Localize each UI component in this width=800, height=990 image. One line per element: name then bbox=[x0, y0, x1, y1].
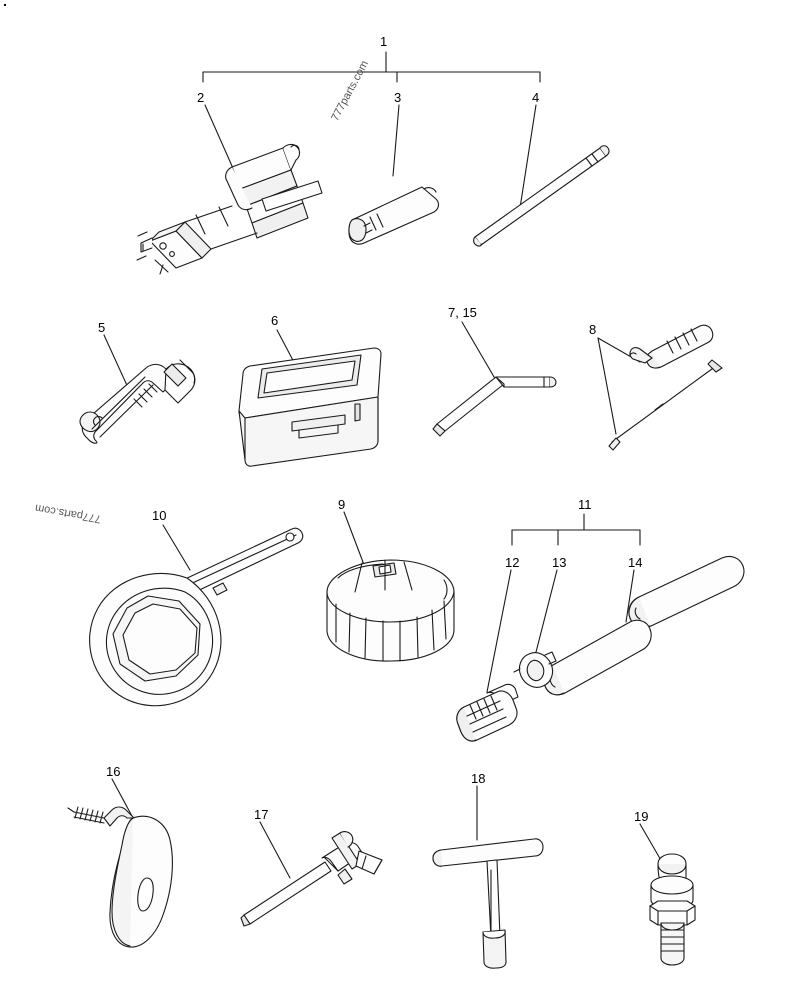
callout-4: 4 bbox=[532, 90, 540, 105]
callout-7-15: 7, 15 bbox=[448, 305, 477, 320]
leader-12 bbox=[486, 569, 512, 693]
part-clamp-ring bbox=[513, 651, 557, 688]
leader-7-15 bbox=[461, 321, 498, 383]
part-tool-case bbox=[238, 347, 382, 467]
callout-17: 17 bbox=[254, 807, 269, 822]
callout-8: 8 bbox=[589, 322, 597, 337]
callout-3: 3 bbox=[394, 90, 402, 105]
bracket-group-1 bbox=[202, 51, 541, 83]
leader-17 bbox=[259, 821, 291, 879]
callout-2: 2 bbox=[197, 90, 205, 105]
bracket-group-11 bbox=[511, 513, 641, 546]
leader-4 bbox=[519, 104, 537, 209]
leader-13 bbox=[533, 569, 558, 661]
leader-5 bbox=[103, 334, 131, 393]
leader-10 bbox=[162, 524, 191, 571]
corner-mark bbox=[4, 4, 6, 6]
part-grease-nipple bbox=[649, 853, 696, 966]
leader-19 bbox=[639, 823, 663, 863]
part-middle-tube bbox=[543, 619, 652, 696]
part-grease-gun-handle bbox=[67, 806, 173, 948]
part-tube-sleeve bbox=[628, 555, 745, 629]
part-extension-rod bbox=[473, 145, 610, 247]
part-screwdriver-and-probe bbox=[608, 324, 723, 451]
part-knurled-fitting bbox=[456, 683, 519, 742]
callout-9: 9 bbox=[338, 497, 346, 512]
leader-2 bbox=[204, 104, 233, 167]
part-oil-filter-wrench bbox=[89, 527, 304, 707]
callout-1: 1 bbox=[380, 34, 388, 49]
callout-11: 11 bbox=[578, 497, 592, 512]
leader-9 bbox=[343, 511, 367, 571]
callout-6: 6 bbox=[271, 313, 279, 328]
callout-18: 18 bbox=[471, 771, 486, 786]
part-adjustable-wrench bbox=[79, 359, 196, 444]
part-t-handle-wrench bbox=[432, 838, 544, 969]
callout-13: 13 bbox=[552, 555, 567, 570]
callout-12: 12 bbox=[505, 555, 520, 570]
part-grease-cartridge bbox=[348, 186, 439, 245]
leader-14 bbox=[625, 569, 635, 623]
part-grease-gun bbox=[136, 143, 323, 275]
callout-14: 14 bbox=[628, 555, 643, 570]
callout-10: 10 bbox=[152, 508, 167, 523]
callout-5: 5 bbox=[98, 320, 106, 335]
callout-16: 16 bbox=[106, 764, 121, 779]
callout-19: 19 bbox=[634, 809, 649, 824]
part-hex-key-wrench bbox=[432, 376, 557, 437]
part-t-handle-tool bbox=[240, 831, 383, 927]
part-filter-cap-wrench bbox=[326, 559, 455, 662]
leader-16 bbox=[111, 778, 134, 819]
leader-3 bbox=[392, 104, 400, 177]
